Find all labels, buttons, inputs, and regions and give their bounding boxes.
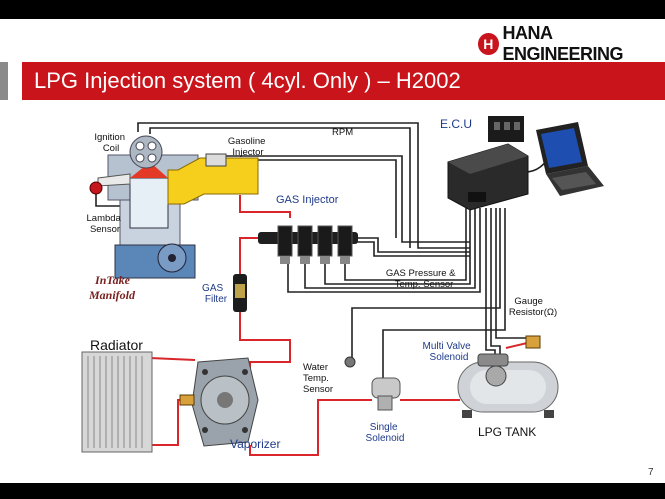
page-number: 7	[648, 467, 654, 478]
label-lpg-tank: LPG TANK	[478, 425, 536, 439]
logo-mark-icon: H	[478, 33, 499, 55]
gauge-resistor-icon	[525, 335, 541, 349]
water-temp-sensor-icon	[344, 356, 356, 368]
title-band	[22, 62, 665, 100]
label-water-temp-sensor: Water Temp. Sensor	[303, 362, 333, 395]
top-black-bar	[0, 0, 665, 19]
lpg-system-diagram: Ignition Coil Gasoline Injector RPM E.C.…	[81, 116, 604, 456]
gas-filter-icon	[233, 274, 247, 312]
gas-injector-rail	[258, 225, 358, 264]
radiator-icon	[81, 351, 153, 453]
vaporizer-icon	[179, 357, 259, 447]
company-logo: H HANA ENGINEERING	[478, 23, 665, 64]
ignition-coil-icon	[129, 135, 163, 169]
intake-manifold-pipe	[167, 157, 259, 205]
label-ignition-coil: Ignition Coil	[94, 132, 127, 154]
single-solenoid-icon	[371, 377, 401, 411]
label-radiator: Radiator	[90, 337, 143, 353]
label-ecu: E.C.U	[440, 117, 472, 131]
label-gasoline-injector: Gasoline Injector	[228, 136, 268, 158]
label-lambda-sensor: Lambda Sensor	[87, 213, 124, 235]
gas-lines	[149, 195, 541, 456]
label-gas-filter: GAS Filter	[202, 283, 228, 305]
ecu-icon	[447, 116, 529, 211]
label-single-solenoid: Single Solenoid	[366, 422, 405, 444]
label-vaporizer: Vaporizer	[230, 437, 280, 451]
bottom-black-bar	[0, 483, 665, 499]
lambda-sensor-icon	[89, 181, 103, 195]
label-gas-injector: GAS Injector	[276, 194, 339, 206]
slide-title: LPG Injection system ( 4cyl. Only ) – H2…	[34, 68, 461, 93]
label-gas-pressure-sensor: GAS Pressure & Temp. Sensor	[386, 268, 458, 290]
label-intake-manifold: InTake Manifold	[88, 273, 136, 302]
engine-illustration	[89, 135, 259, 279]
label-rpm: RPM	[332, 127, 353, 138]
label-multi-valve-solenoid: Multi Valve Solenoid	[423, 341, 474, 363]
logo-text: HANA ENGINEERING	[502, 23, 624, 64]
laptop-icon	[536, 122, 604, 196]
label-gauge-resistor: Gauge Resistor(Ω)	[509, 296, 557, 318]
lpg-tank-icon	[457, 353, 559, 418]
title-accent-strip	[0, 62, 8, 100]
